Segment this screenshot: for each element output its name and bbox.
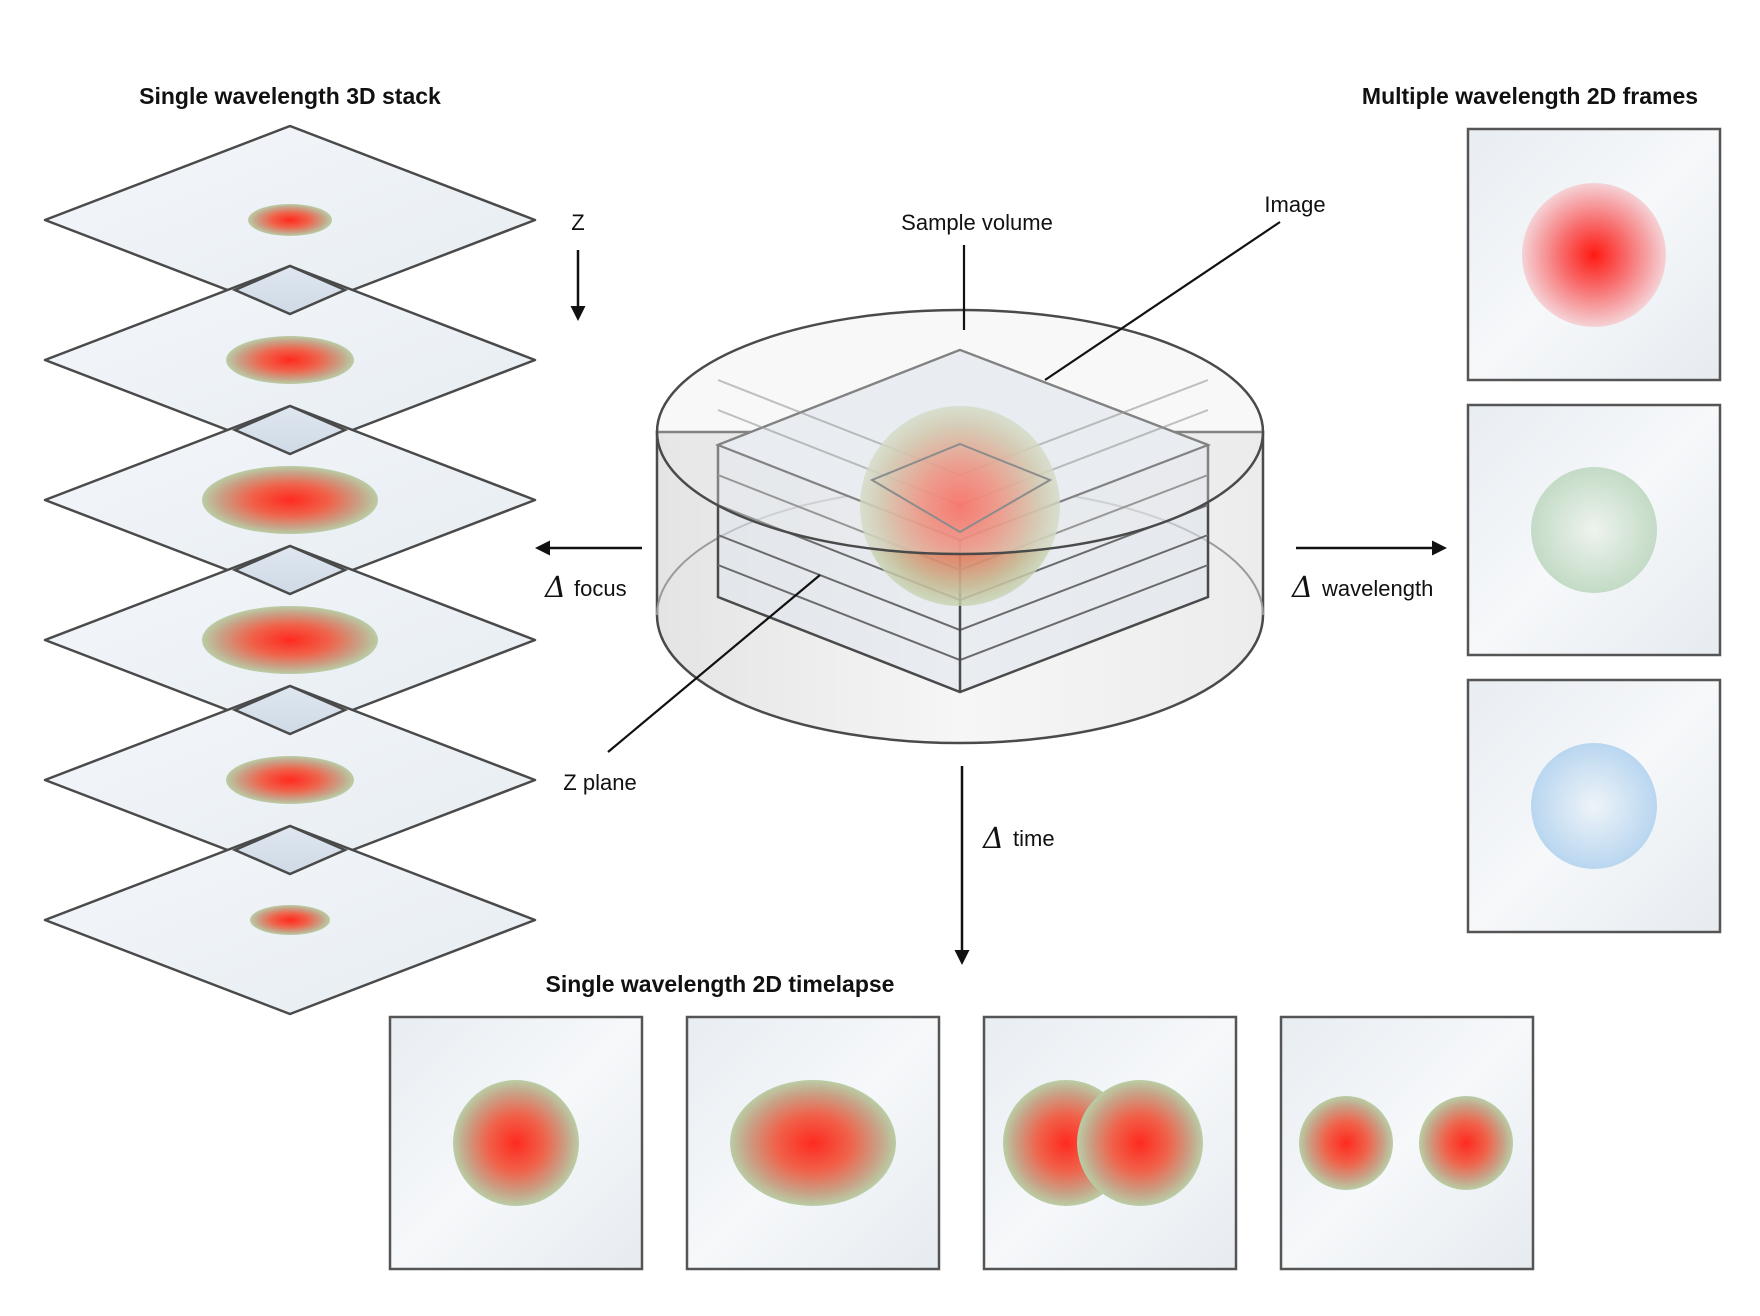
z-stack — [43, 124, 537, 1016]
timelapse-frame-1 — [388, 1015, 644, 1271]
wavelength-frame-blue — [1466, 678, 1722, 934]
wavelength-frame-red — [1466, 127, 1722, 382]
daughter-cell-left — [1299, 1096, 1393, 1190]
cell-slice — [226, 756, 354, 804]
z-plane-leader — [607, 574, 821, 753]
cell-slice — [250, 905, 330, 935]
title-timelapse: Single wavelength 2D timelapse — [546, 971, 895, 997]
timelapse-frame-4 — [1279, 1015, 1535, 1271]
z-slice-3 — [43, 404, 537, 596]
cell-slice — [202, 606, 378, 674]
title-wavelength-frames: Multiple wavelength 2D frames — [1362, 83, 1698, 109]
title-3d-stack: Single wavelength 3D stack — [139, 83, 441, 109]
daughter-cell-right — [1419, 1096, 1513, 1190]
cell-round — [453, 1080, 579, 1206]
cell-slice — [248, 204, 332, 236]
red-channel-cell — [1522, 183, 1666, 327]
wavelength-frame-green — [1466, 403, 1722, 657]
image-leader — [1044, 221, 1281, 381]
time-label: time — [1013, 826, 1055, 851]
wavelength-frames — [1466, 127, 1722, 934]
timelapse-frame-2 — [685, 1015, 941, 1271]
cell-slice — [226, 336, 354, 384]
z-slice-2 — [43, 264, 537, 456]
z-plane-label: Z plane — [563, 770, 636, 795]
cell-dividing-right — [1077, 1080, 1203, 1206]
cylinder-top — [655, 308, 1265, 556]
sample-cell — [860, 406, 1060, 606]
blue-channel-cell — [1531, 743, 1657, 869]
z-slice-4 — [43, 544, 537, 736]
time-delta-symbol: Δ — [982, 821, 1004, 855]
wavelength-label: wavelength — [1321, 576, 1433, 601]
sample-volume-label: Sample volume — [901, 210, 1053, 235]
wavelength-delta-symbol: Δ — [1291, 570, 1313, 604]
green-channel-cell — [1531, 467, 1657, 593]
image-label: Image — [1264, 192, 1325, 217]
z-slice-6 — [43, 824, 537, 1016]
timelapse-frames — [388, 1015, 1535, 1271]
focus-label: focus — [574, 576, 627, 601]
cell-slice — [202, 466, 378, 534]
timelapse-frame-3 — [982, 1015, 1238, 1271]
z-axis-label: Z — [571, 210, 584, 235]
sample-volume — [655, 308, 1265, 745]
focus-delta-symbol: Δ — [544, 570, 566, 604]
focal-plane-outline — [869, 442, 1053, 534]
cell-elongated — [730, 1080, 896, 1206]
